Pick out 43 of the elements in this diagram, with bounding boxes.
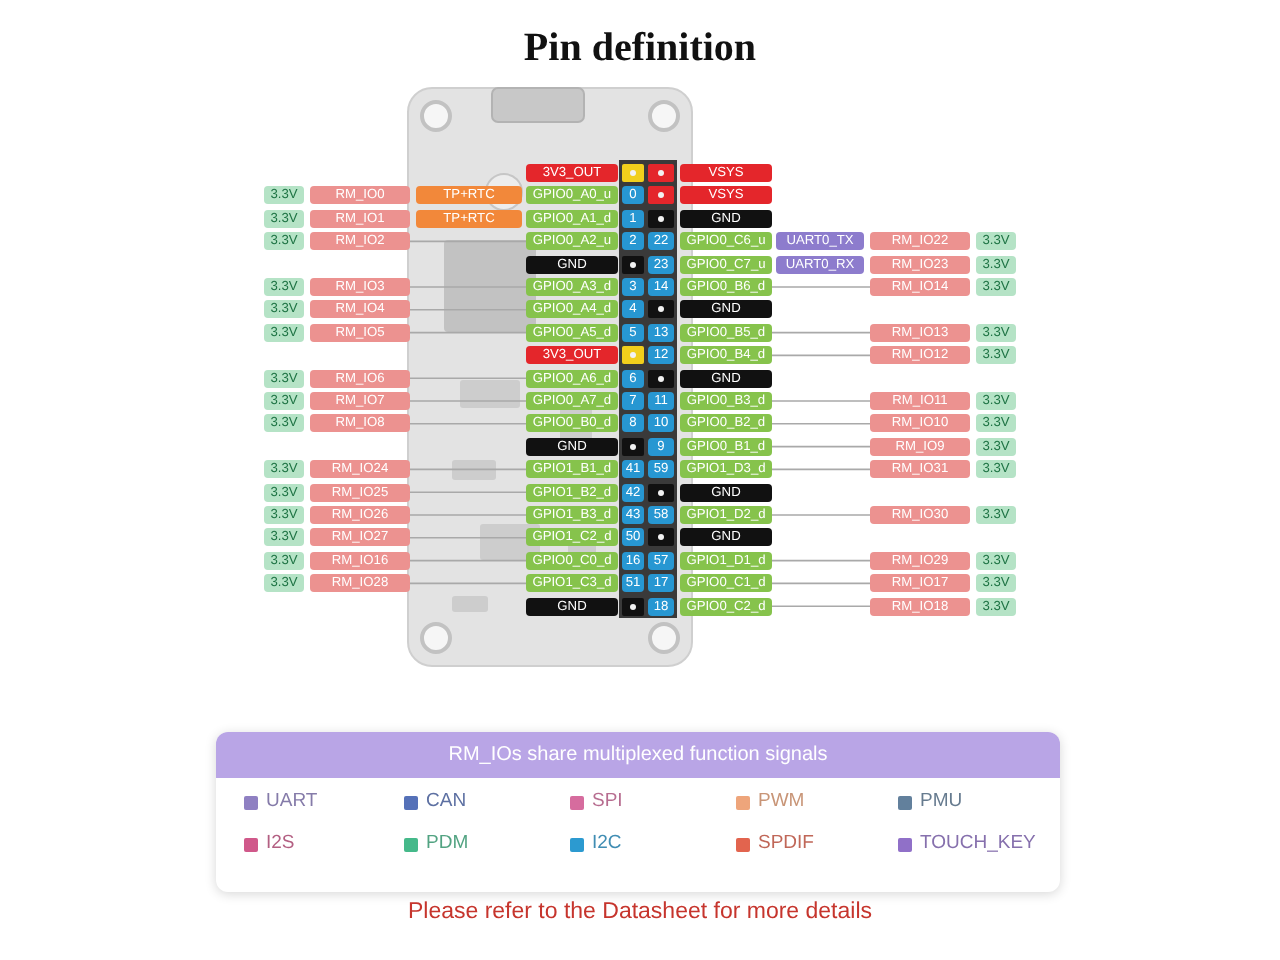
connector-line (409, 537, 527, 539)
footnote: Please refer to the Datasheet for more details (405, 898, 875, 928)
connector-line (409, 309, 527, 311)
legend-text: SPDIF (758, 832, 814, 856)
connector-line (771, 331, 871, 334)
legend-text: I2C (592, 832, 622, 856)
connector-line (409, 240, 527, 243)
connector-line (409, 514, 527, 516)
connector-line (771, 400, 871, 402)
connector-line (771, 445, 871, 448)
connector-line (771, 286, 871, 288)
header-pin (622, 164, 644, 182)
header-pin (622, 346, 644, 365)
connector-line (409, 491, 527, 493)
legend-text: PDM (426, 832, 469, 856)
connector-line (409, 582, 527, 585)
legend-text: CAN (426, 790, 467, 814)
connector-line (409, 400, 527, 402)
header-pin (648, 164, 674, 182)
legend-text: SPI (592, 790, 623, 814)
header-pin (648, 528, 674, 547)
connector-line (771, 354, 871, 357)
connector-line (771, 423, 871, 425)
connector-line (409, 468, 527, 471)
legend-title: RM_IOs share multiplexed function signals (216, 732, 1060, 778)
header-pin (648, 300, 674, 319)
connector-line (771, 559, 871, 562)
legend-text: PWM (758, 790, 805, 814)
legend-text: UART (266, 790, 318, 814)
connector-line (409, 331, 527, 334)
connector-line (409, 286, 527, 288)
connector-line (771, 605, 871, 607)
connector-line (771, 468, 871, 471)
connector-line (409, 423, 527, 425)
legend-text: I2S (266, 832, 295, 856)
legend-text: PMU (920, 790, 963, 814)
legend-text: TOUCH_KEY (920, 832, 1036, 856)
connector-line (409, 559, 527, 562)
connector-line (771, 582, 871, 585)
connector-line (771, 514, 871, 516)
title: Pin definition (521, 24, 759, 74)
header-pin (648, 186, 674, 205)
connector-line (409, 377, 527, 379)
